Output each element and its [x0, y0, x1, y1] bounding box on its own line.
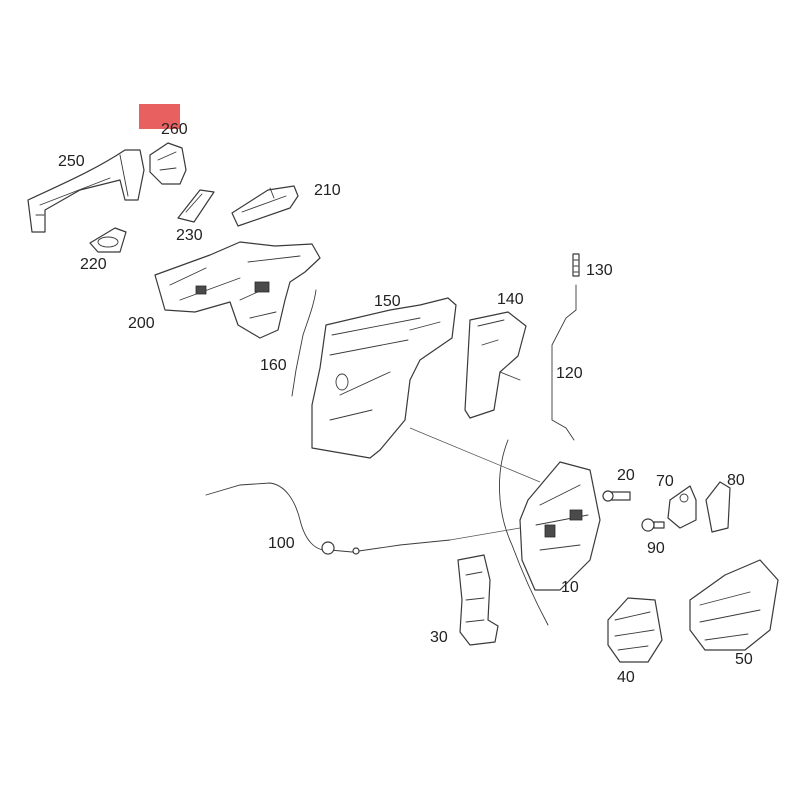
part-120-rod [551, 284, 577, 441]
part-220-gasket [89, 227, 127, 253]
callout-210: 210 [314, 182, 341, 199]
part-140-seal [464, 311, 527, 419]
callout-160: 160 [260, 357, 287, 374]
callout-140: 140 [497, 291, 524, 308]
latch-cable [499, 439, 549, 626]
callout-20: 20 [617, 467, 635, 484]
callout-90: 90 [647, 540, 665, 557]
part-20-bolt [602, 490, 631, 502]
part-200-handle-carrier [154, 241, 321, 339]
callout-220: 220 [80, 256, 107, 273]
part-10-latch [519, 461, 601, 591]
part-210-trim [231, 185, 299, 227]
part-160-rod [291, 289, 317, 397]
part-230-gasket [177, 189, 215, 223]
callout-200: 200 [128, 315, 155, 332]
leader-lines [409, 427, 541, 541]
part-80-plate [705, 481, 731, 533]
part-40-module [607, 597, 663, 663]
highlight-marker [139, 104, 180, 129]
part-250-door-handle [27, 149, 145, 233]
callout-130: 130 [586, 262, 613, 279]
callout-40: 40 [617, 669, 635, 686]
callout-230: 230 [176, 227, 203, 244]
callout-250: 250 [58, 153, 85, 170]
callout-260: 260 [161, 121, 188, 138]
part-50-module [689, 559, 779, 651]
part-100-cable [205, 482, 451, 555]
callout-120: 120 [556, 365, 583, 382]
callout-30: 30 [430, 629, 448, 646]
part-90-screw [641, 518, 665, 532]
callout-80: 80 [727, 472, 745, 489]
part-70-bracket [667, 485, 697, 529]
part-130-rod-end [572, 253, 580, 277]
callout-70: 70 [656, 473, 674, 490]
part-30-bracket [457, 554, 499, 646]
callout-150: 150 [374, 293, 401, 310]
callout-50: 50 [735, 651, 753, 668]
part-150-inner-panel [311, 297, 457, 459]
part-260-handle-cap [149, 142, 187, 185]
callout-100: 100 [268, 535, 295, 552]
callout-10: 10 [561, 579, 579, 596]
